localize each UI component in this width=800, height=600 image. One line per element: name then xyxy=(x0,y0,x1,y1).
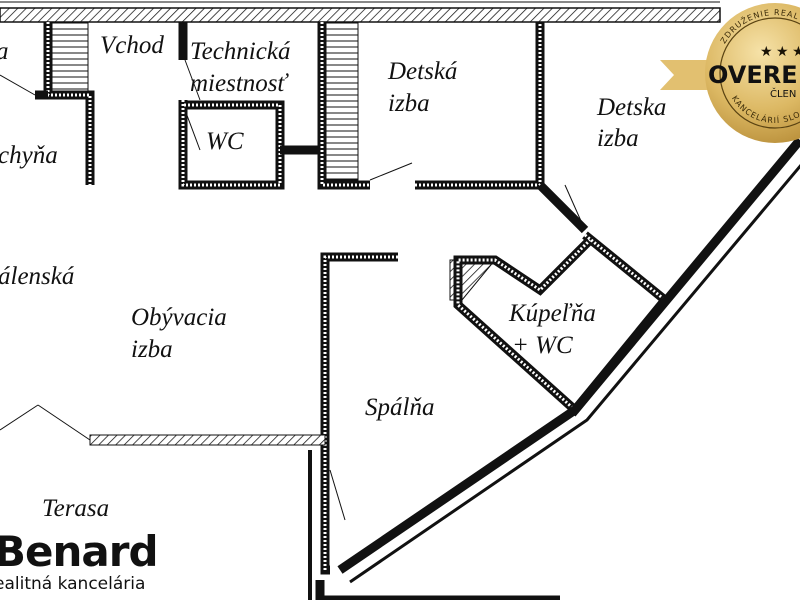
room-label-kuchyna: chyňa xyxy=(0,142,58,169)
agency-logo: Benard ealitná kancelária xyxy=(0,527,159,595)
logo-tagline: ealitná kancelária xyxy=(0,574,146,594)
room-label-detska: izba xyxy=(388,90,430,117)
room-label-vchod: Vchod xyxy=(100,32,164,59)
room-label-kupelna: Kúpeľňa xyxy=(509,300,596,327)
room-label-obyvacia: izba xyxy=(131,336,173,363)
ribbon xyxy=(660,60,710,90)
verified-member-badge: ZDRUŽENIE REAL KANCELÁRIÍ SLO ★ ★ ★ OVER… xyxy=(660,0,800,148)
room-label: a xyxy=(0,36,9,67)
star-icon: ★ ★ ★ xyxy=(760,45,800,60)
room-label-terasa: Terasa xyxy=(42,495,110,522)
logo-name: Benard xyxy=(0,527,159,576)
exterior-wall-diagonal xyxy=(337,137,800,574)
badge-sub: ČLEN xyxy=(770,87,796,100)
room-label-technicka: miestnosť xyxy=(190,70,287,97)
room-label-obyvacia: Obývacia xyxy=(131,304,227,331)
badge-main: OVERE xyxy=(708,61,798,89)
room-label-detska: Detská xyxy=(388,58,458,85)
room-label-wc: WC xyxy=(206,128,244,155)
terrace-wall xyxy=(89,434,326,446)
room-label-detska-2: izba xyxy=(597,125,639,152)
room-label-kupelna: + WC xyxy=(512,332,573,359)
stairs xyxy=(51,21,89,93)
room-label-spalna: Spálňa xyxy=(365,394,435,421)
exterior-wall-top xyxy=(0,1,721,23)
stairs xyxy=(325,21,359,181)
room-label-jedalenska: álenská xyxy=(0,263,75,290)
room-label-technicka: Technická xyxy=(190,38,291,65)
room-label-detska-2: Detska xyxy=(597,94,667,121)
